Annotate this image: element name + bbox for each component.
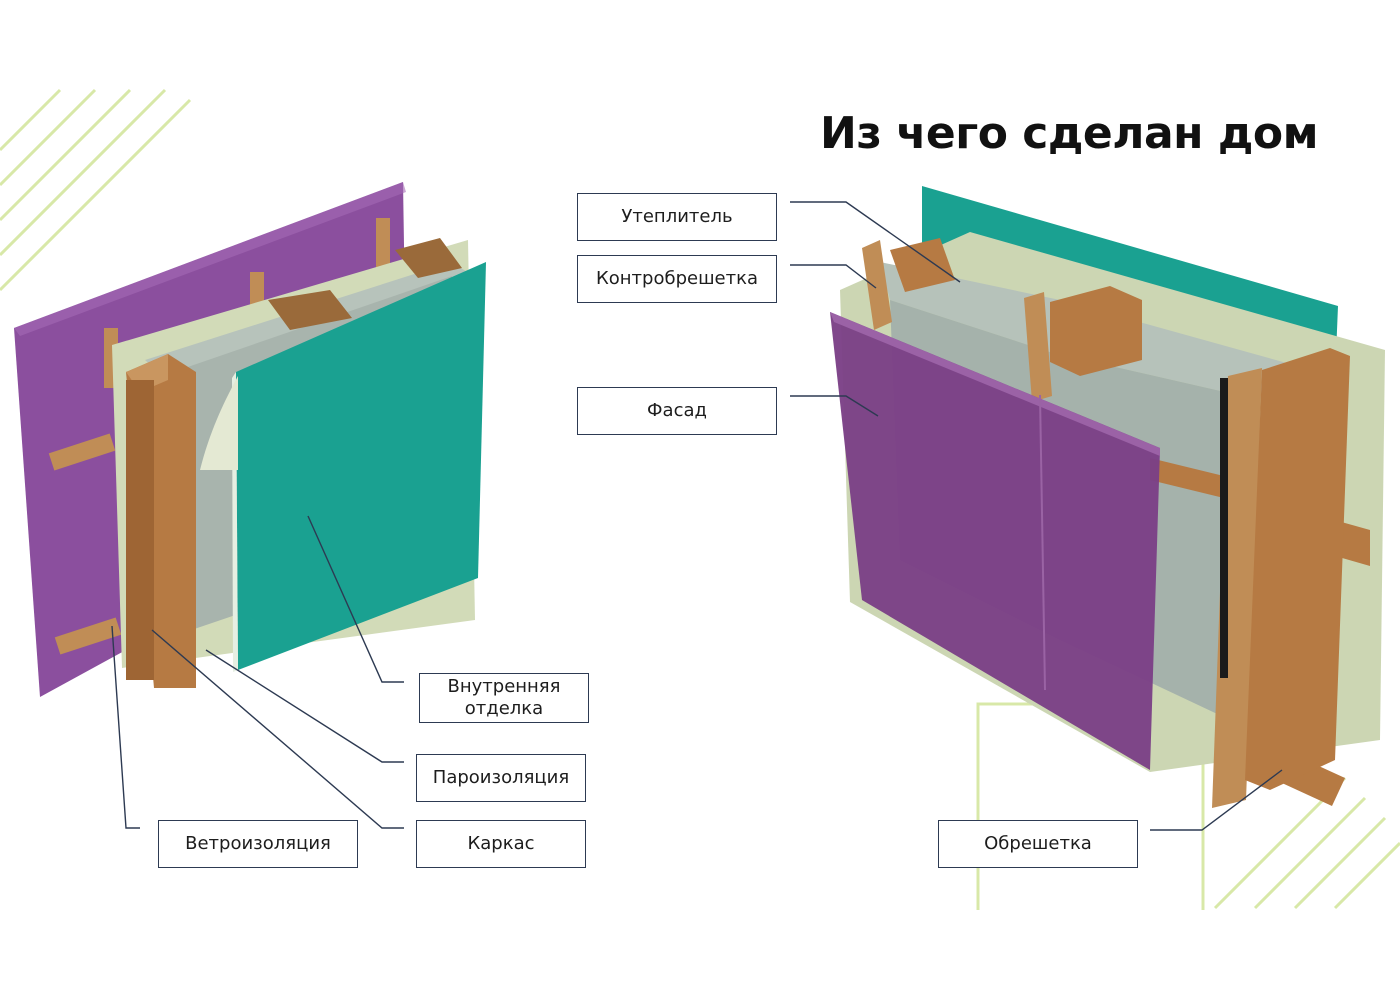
label-interior-finish: Внутренняя отделка (419, 673, 589, 723)
right-facade-panel (830, 312, 1160, 770)
decor-stripes-top-left (0, 88, 192, 292)
page-title: Из чего сделан дом (820, 108, 1319, 159)
label-facade: Фасад (577, 387, 777, 435)
label-interior-line1: Внутренняя (447, 675, 561, 697)
label-battens: Обрешетка (938, 820, 1138, 868)
leader-insulation (790, 201, 961, 283)
label-wind-barrier: Ветроизоляция (158, 820, 358, 868)
left-interior-panel (236, 262, 486, 670)
leader-battens (1150, 769, 1283, 831)
label-frame: Каркас (416, 820, 586, 868)
right-wall (830, 186, 1385, 808)
label-battens-text: Обрешетка (984, 832, 1092, 854)
leader-facade (790, 395, 879, 417)
label-vapor-barrier-text: Пароизоляция (432, 766, 570, 788)
leader-counter-battens (790, 264, 877, 289)
label-interior-line2: отделка (464, 698, 544, 719)
label-frame-text: Каркас (467, 832, 535, 854)
label-vapor-barrier: Пароизоляция (416, 754, 586, 802)
leader-interior (307, 515, 404, 683)
label-counter-battens: Контробрешетка (577, 255, 777, 303)
label-counter-battens-text: Контробрешетка (595, 267, 759, 289)
leader-frame (151, 629, 404, 829)
leader-wind (111, 625, 140, 829)
leader-lines (111, 201, 1283, 831)
label-wind-barrier-text: Ветроизоляция (185, 832, 331, 854)
label-insulation-text: Утеплитель (621, 205, 733, 227)
label-facade-text: Фасад (647, 399, 707, 421)
leader-vapor (205, 649, 404, 763)
left-wall (14, 182, 486, 697)
label-insulation: Утеплитель (577, 193, 777, 241)
